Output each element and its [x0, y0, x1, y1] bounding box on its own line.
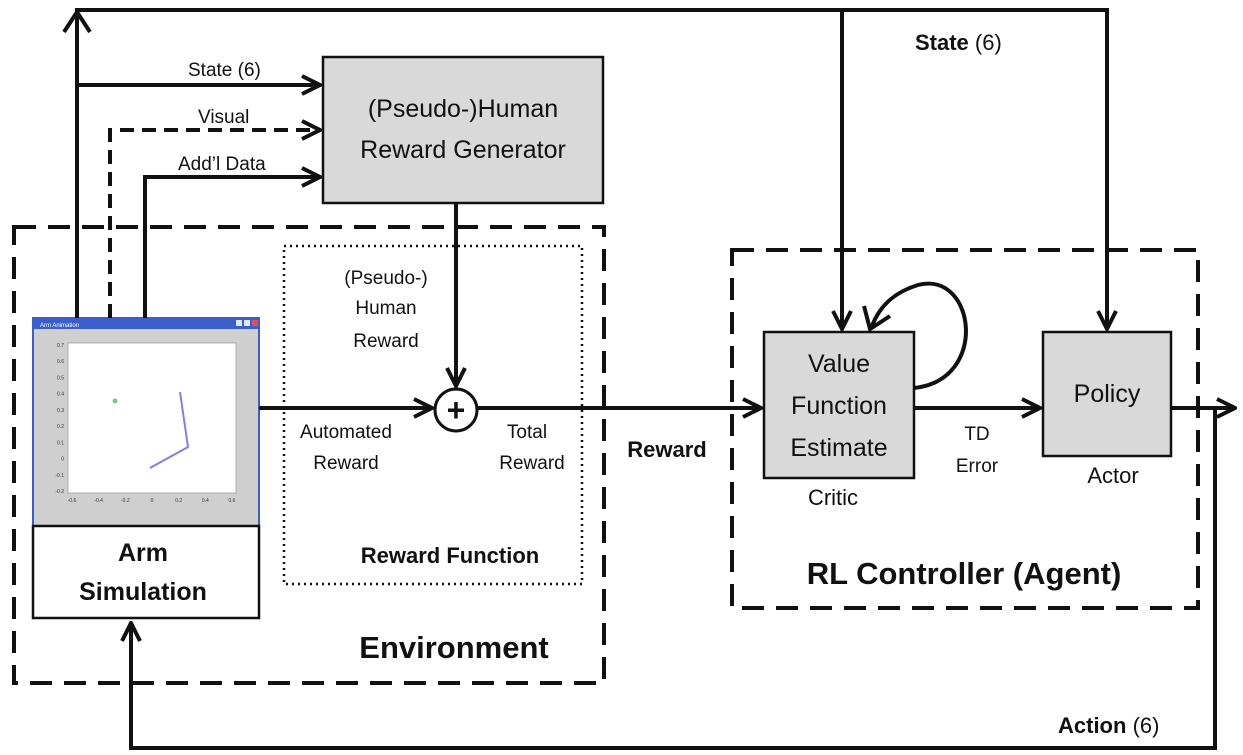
addl-data-label: Add’l Data	[178, 154, 266, 175]
visual-to-reward-generator	[108, 130, 320, 318]
total-reward-label-1: Total	[507, 422, 547, 443]
pseudo-human-reward-label-1: (Pseudo-)	[344, 268, 427, 289]
arm-y-tick-label: -0.2	[55, 489, 64, 495]
arm-animation-window: Arm Animation 0.7 0.6 0.5 0.4 0.3 0.2 0.1 0 -0.1…	[32, 317, 260, 527]
value-function-label-3: Estimate	[790, 434, 887, 462]
arm-y-tick-label: 0.1	[57, 440, 64, 446]
automated-reward-label-2: Reward	[313, 453, 378, 474]
automated-reward-label-1: Automated	[300, 422, 392, 443]
human-reward-generator-box	[321, 55, 605, 205]
environment-label: Environment	[359, 630, 548, 665]
addl-data-to-reward-generator	[143, 177, 320, 318]
policy-box	[1041, 330, 1173, 458]
reward-function-boundary	[282, 244, 584, 586]
state-bus-line	[75, 8, 1107, 329]
value-function-label-2: Function	[791, 392, 887, 420]
arm-y-ticks: 0.7 0.6 0.5 0.4 0.3 0.2 0.1 0 -0.1 -0.2	[55, 343, 64, 495]
arm-target	[112, 398, 118, 404]
state-small-label: State (6)	[188, 60, 261, 81]
value-function-label-1: Value	[808, 350, 870, 378]
critic-label: Critic	[808, 485, 858, 510]
human-reward-generator-label-1: (Pseudo-)Human	[368, 95, 558, 123]
arm-x-tick-label: -0.4	[94, 498, 103, 504]
environment-boundary	[12, 225, 606, 685]
action-feedback	[131, 408, 1217, 750]
arm-simulation-label-1: Arm	[118, 539, 168, 567]
td-error-label-2: Error	[956, 456, 999, 477]
arm-y-tick-label: 0.2	[57, 424, 64, 430]
arm-y-tick-label: 0	[61, 457, 64, 463]
arm-x-tick-label: 0.2	[175, 498, 182, 504]
arm-y-tick-label: 0.3	[57, 408, 64, 414]
arm-simulation-box	[31, 524, 261, 620]
arm-y-tick-label: 0.4	[57, 392, 64, 398]
arm-x-tick-label: -0.2	[121, 498, 130, 504]
arm-x-ticks: -0.6 -0.4 -0.2 0 0.2 0.4 0.6	[68, 498, 236, 504]
sum-symbol: +	[447, 392, 466, 428]
reward-label: Reward	[627, 437, 706, 462]
arm-x-tick-label: 0	[151, 498, 154, 504]
reward-function-label: Reward Function	[361, 543, 539, 568]
critic-self-loop-arrowhead	[862, 305, 892, 333]
policy-label: Policy	[1074, 380, 1141, 408]
arm-window-title: Arm Animation	[40, 323, 79, 329]
pseudo-human-reward-label-2: Human	[355, 298, 416, 319]
actor-label: Actor	[1087, 463, 1138, 488]
action-label: Action (6)	[1058, 713, 1159, 738]
rl-controller-label: RL Controller (Agent)	[807, 556, 1122, 591]
human-reward-generator-label-2: Reward Generator	[360, 136, 566, 164]
arm-y-tick-label: -0.1	[55, 473, 64, 479]
value-function-box	[762, 330, 916, 480]
arm-plot-area	[67, 342, 237, 494]
state-top-label: State (6)	[915, 30, 1002, 55]
pseudo-human-reward-label-3: Reward	[353, 331, 418, 352]
critic-self-loop	[870, 281, 968, 390]
arm-y-tick-label: 0.6	[57, 359, 64, 365]
arm-x-tick-label: -0.6	[68, 498, 77, 504]
visual-label: Visual	[198, 107, 249, 128]
arm-y-tick-label: 0.7	[57, 343, 64, 349]
total-reward-label-2: Reward	[499, 453, 564, 474]
arm-simulation-label-2: Simulation	[79, 578, 207, 606]
arm-x-tick-label: 0.4	[202, 498, 209, 504]
arm-y-tick-label: 0.5	[57, 375, 64, 381]
td-error-label-1: TD	[964, 424, 989, 445]
arm-links	[149, 391, 190, 469]
rl-controller-boundary	[730, 248, 1200, 610]
arm-x-tick-label: 0.6	[229, 498, 236, 504]
state-bus-up-arrowhead	[62, 8, 92, 34]
